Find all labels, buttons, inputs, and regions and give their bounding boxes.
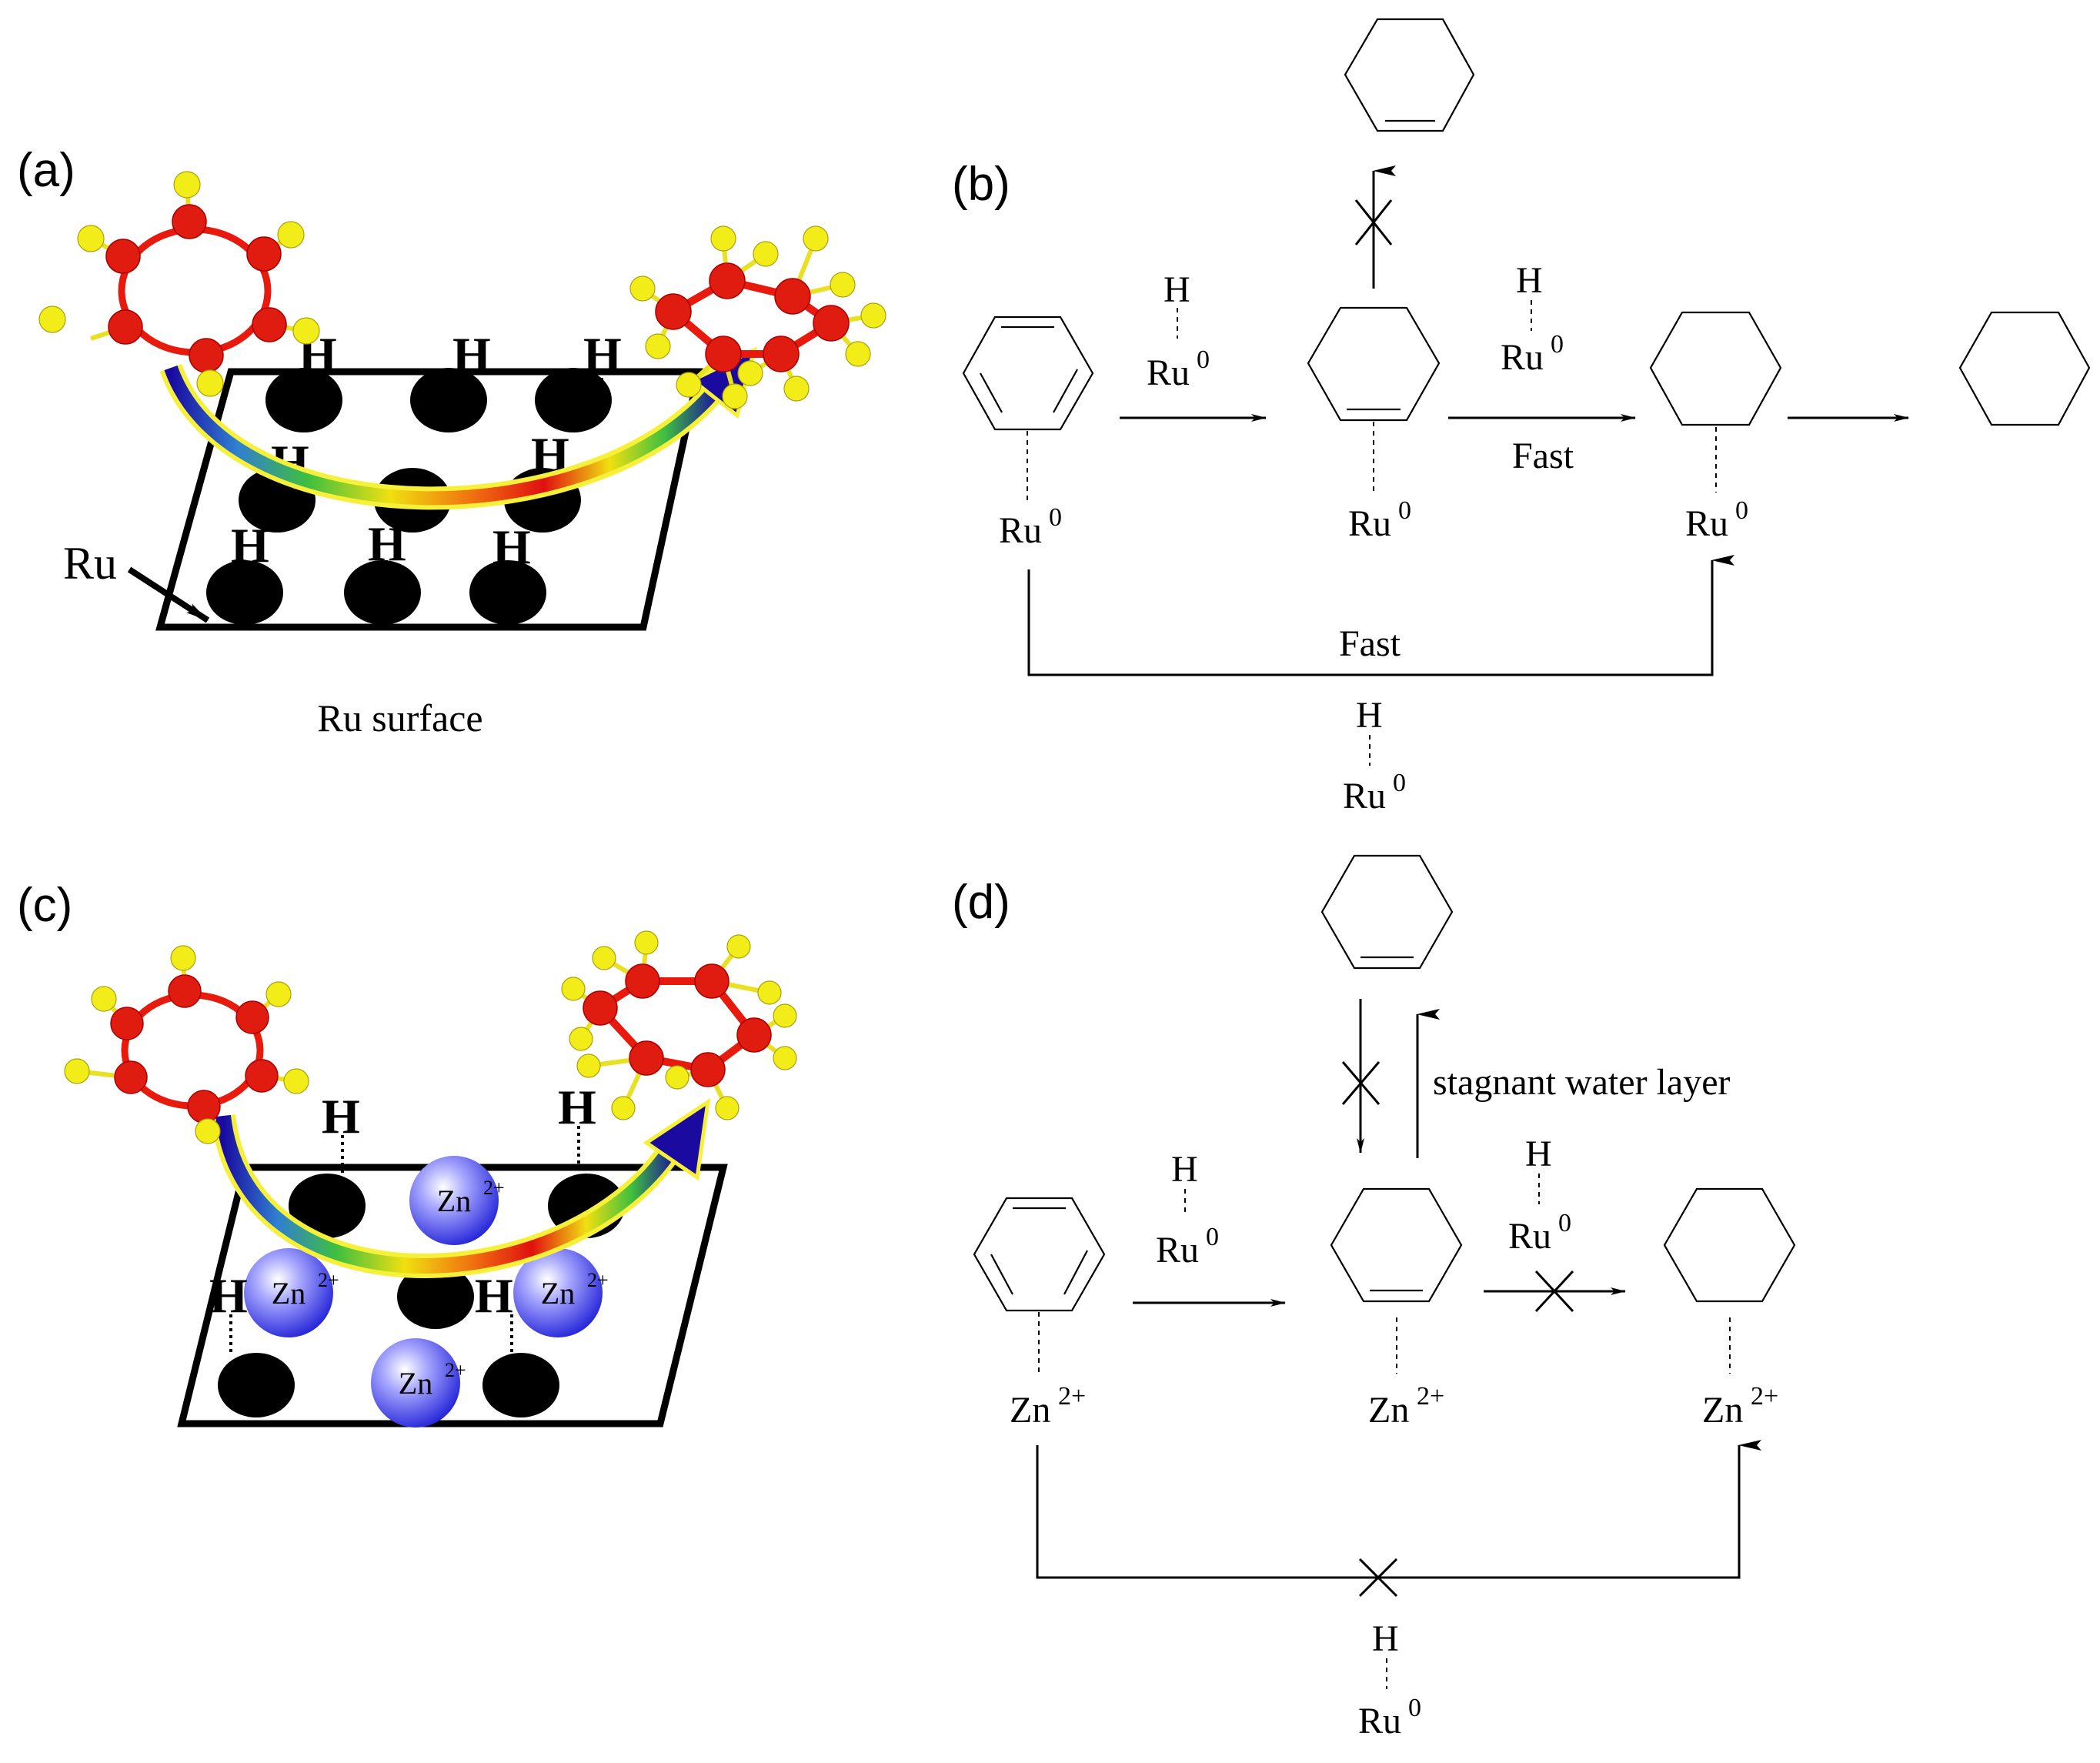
h-label: H xyxy=(1356,695,1383,736)
cyclohexene-molecule xyxy=(1320,854,1454,970)
blocked-cross-icon xyxy=(1534,1270,1574,1313)
direct-hydrogenation-path xyxy=(1036,1440,1761,1579)
ru-atom xyxy=(469,560,546,625)
cyclohexene-molecule xyxy=(1344,18,1475,132)
h-atom-label: H xyxy=(475,1268,513,1323)
superscript: 0 xyxy=(1558,1209,1571,1237)
superscript: 0 xyxy=(1049,503,1062,532)
zn-ion: Zn 2+ xyxy=(371,1338,466,1427)
benzene-molecule xyxy=(38,171,320,397)
h-label: H xyxy=(1164,269,1190,310)
svg-text:Zn: Zn xyxy=(399,1366,432,1401)
ru-label: Ru xyxy=(1147,352,1190,393)
rainbow-curved-arrow xyxy=(211,1097,711,1278)
cyclohexane-molecule xyxy=(1663,1187,1796,1303)
adsorption-site-label: Zn xyxy=(1702,1390,1743,1431)
adsorption-site-label: Ru xyxy=(999,510,1042,551)
benzene-molecule xyxy=(973,1197,1106,1312)
ru-atom xyxy=(344,560,421,625)
cyclohexane-molecule xyxy=(1958,311,2091,426)
blocked-cross-icon xyxy=(1358,1558,1398,1598)
panel-d: (d) stagnant water layer Zn 2+ H Ru 0 xyxy=(952,854,1796,1741)
ru-atoms xyxy=(218,1174,625,1417)
adsorption-site-label: Zn xyxy=(1010,1390,1050,1431)
ru-label: Ru xyxy=(1358,1701,1401,1741)
cyclohexane-molecule xyxy=(1649,311,1782,426)
h-atom-label: H xyxy=(209,1268,248,1323)
superscript: 0 xyxy=(1735,496,1748,525)
cyclohexene-molecule xyxy=(1330,1187,1463,1303)
ru-atom xyxy=(410,368,487,432)
ru-atom xyxy=(535,368,612,432)
superscript: 0 xyxy=(1398,496,1411,525)
panel-a: (a) H H H H H H H H Ru xyxy=(17,144,886,740)
svg-text:2+: 2+ xyxy=(587,1269,609,1291)
superscript: 0 xyxy=(1408,1694,1421,1722)
svg-text:2+: 2+ xyxy=(318,1269,339,1291)
ru-surface-caption: Ru surface xyxy=(317,696,482,740)
h-label: H xyxy=(1525,1134,1552,1174)
ru-pointer-arrow xyxy=(127,566,210,623)
svg-text:2+: 2+ xyxy=(483,1177,505,1199)
h-atom-label: H xyxy=(322,1089,360,1144)
zn-ion: Zn 2+ xyxy=(409,1156,505,1245)
panel-b: (b) Ru 0 H Ru 0 R xyxy=(952,18,2091,816)
ru-label: Ru xyxy=(1508,1216,1551,1257)
zn-ions: Zn 2+ Zn 2+ Zn 2+ Zn 2+ xyxy=(244,1156,609,1427)
benzene-molecule xyxy=(64,945,309,1144)
superscript: 0 xyxy=(1206,1223,1219,1251)
svg-text:Zn: Zn xyxy=(272,1276,305,1311)
fast-label: Fast xyxy=(1339,623,1401,664)
adsorption-site-label: Ru xyxy=(1685,503,1728,544)
adsorption-site-label: Ru xyxy=(1348,503,1391,544)
panel-c-label: (c) xyxy=(17,879,72,932)
ru-label: Ru xyxy=(1156,1230,1199,1270)
blocked-cross-icon xyxy=(1341,1061,1381,1105)
fast-label: Fast xyxy=(1512,436,1574,476)
ru-atom xyxy=(265,368,342,432)
ru-atom-callout: Ru xyxy=(63,538,117,589)
stagnant-water-label: stagnant water layer xyxy=(1433,1062,1731,1103)
ru-label: Ru xyxy=(1501,337,1544,378)
zn-ion: Zn 2+ xyxy=(244,1248,339,1337)
ru-label: Ru xyxy=(1343,776,1386,816)
panel-a-label: (a) xyxy=(17,144,75,197)
superscript: 0 xyxy=(1197,346,1210,374)
blocked-cross-icon xyxy=(1354,199,1393,245)
panel-d-label: (d) xyxy=(952,876,1010,929)
cyclohexane-molecule xyxy=(629,225,886,409)
h-atom-label: H xyxy=(492,519,531,574)
h-atoms: H H H H xyxy=(209,1080,596,1354)
h-label: H xyxy=(1171,1149,1198,1190)
adsorption-site-label: Zn xyxy=(1368,1390,1409,1431)
ru-surface-plate xyxy=(177,1164,728,1427)
h-atom-label: H xyxy=(558,1080,596,1134)
superscript: 2+ xyxy=(1751,1382,1778,1411)
benzene-molecule xyxy=(962,316,1094,431)
h-label: H xyxy=(1372,1618,1399,1659)
superscript: 2+ xyxy=(1058,1382,1086,1411)
panel-c: (c) Zn 2+ Zn 2+ Zn 2+ xyxy=(17,879,797,1427)
svg-text:Zn: Zn xyxy=(541,1276,575,1311)
svg-text:2+: 2+ xyxy=(445,1359,466,1381)
svg-text:Zn: Zn xyxy=(437,1184,471,1218)
cyclohexane-molecule xyxy=(561,930,797,1120)
superscript: 0 xyxy=(1551,330,1564,359)
direct-hydrogenation-path xyxy=(1027,555,1734,676)
h-label: H xyxy=(1516,260,1543,301)
zn-ion: Zn 2+ xyxy=(513,1248,609,1337)
superscript: 0 xyxy=(1393,769,1406,797)
h-atoms: H H H H H H H H xyxy=(231,327,622,574)
h-atom-label: H xyxy=(231,518,269,573)
cyclohexene-molecule xyxy=(1307,306,1441,422)
superscript: 2+ xyxy=(1417,1382,1444,1411)
ru-surface-plate xyxy=(155,368,703,631)
ru-atom xyxy=(206,560,283,625)
panel-b-label: (b) xyxy=(952,158,1010,211)
